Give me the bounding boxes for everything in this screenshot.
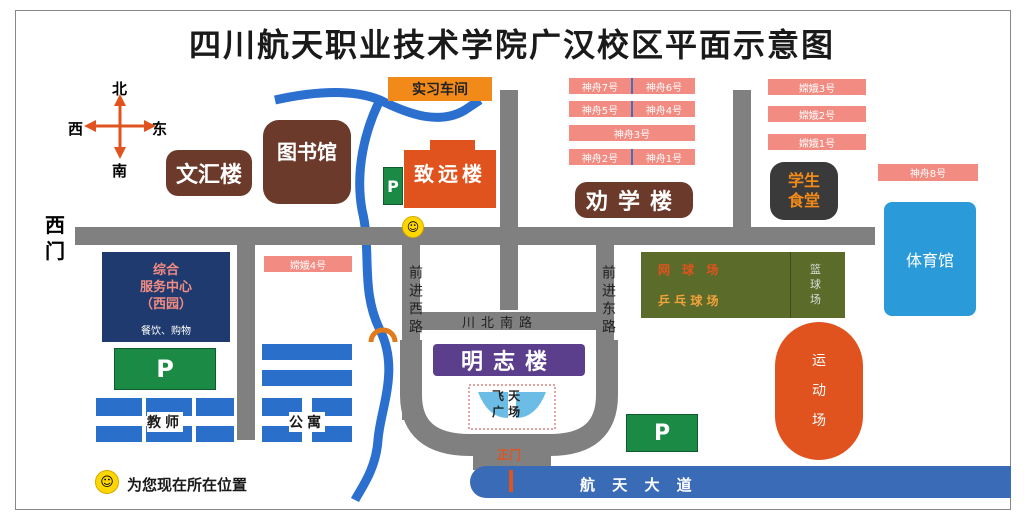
stadium: 运 动 场 — [775, 322, 863, 460]
road-east-vertical — [733, 90, 751, 230]
road-label-qianjin-east: 前进东路 — [600, 265, 616, 337]
training-workshop: 实习车间 — [388, 77, 492, 101]
parking-zhiyuan-label: P — [387, 176, 399, 196]
you-are-here-icon: ☺ — [402, 216, 424, 238]
dorm-sz7: 神舟7号 — [581, 82, 619, 94]
mingzhi-label: 明志楼 — [460, 350, 557, 375]
apartment-block — [96, 398, 142, 416]
compass: 北 南 西 东 — [60, 78, 180, 180]
training-workshop-label: 实习车间 — [412, 82, 468, 98]
zhiyuan-building — [404, 150, 496, 208]
dorm-sz2-sz1: 神舟2号 神舟1号 — [569, 149, 695, 165]
hangtian-avenue-label: 航 天 大 道 — [580, 476, 698, 494]
quanxue-building: 劝学楼 — [575, 182, 693, 218]
gym-building: 体育馆 — [884, 202, 976, 316]
dorm-divider — [631, 149, 633, 165]
dorm-ce1: 嫦娥1号 — [768, 134, 866, 150]
service-center: 综合 服务中心 （西园） 餐饮、购物 — [102, 252, 230, 342]
quanxue-label: 劝学楼 — [585, 190, 682, 215]
dorm-ce2-label: 嫦娥2号 — [798, 110, 836, 122]
compass-arrows-icon — [84, 94, 156, 159]
dorm-ce3: 嫦娥3号 — [768, 79, 866, 95]
apartment-block — [96, 426, 142, 442]
dorm-ce3-label: 嫦娥3号 — [798, 83, 836, 95]
west-gate-label: 西 门 — [45, 213, 65, 263]
student-canteen-label: 学生 食堂 — [787, 171, 820, 210]
bridge-icon — [368, 327, 398, 343]
main-gate-label: 正门 — [497, 448, 522, 462]
dorm-divider — [631, 78, 633, 94]
mingzhi-building: 明志楼 — [433, 344, 585, 376]
dorm-sz6: 神舟6号 — [645, 82, 683, 94]
feitian-plaza — [468, 384, 556, 430]
apartment-block — [312, 398, 352, 416]
dorm-sz8: 神舟8号 — [878, 164, 978, 181]
parking-west: P — [114, 348, 216, 390]
compass-north: 北 — [112, 80, 128, 98]
basketball-court — [790, 252, 845, 318]
zhiyuan-building-annex — [430, 140, 475, 152]
map-title: 四川航天职业技术学院广汉校区平面示意图 — [188, 26, 835, 64]
parking-east-label: P — [653, 420, 671, 446]
dorm-ce2: 嫦娥2号 — [768, 106, 866, 122]
hangtian-avenue — [470, 466, 1011, 498]
dorm-divider — [631, 101, 633, 117]
dorm-sz5: 神舟5号 — [581, 105, 619, 117]
legend-you-are-here: 为您现在所在位置 — [127, 476, 248, 494]
basketball-court-label: 篮 球 场 — [810, 263, 821, 306]
road-main-gate — [473, 440, 551, 470]
service-center-sub: 餐饮、购物 — [141, 326, 191, 337]
apartment-block — [262, 344, 352, 360]
dorm-sz1: 神舟1号 — [645, 153, 683, 165]
apartment-block — [262, 370, 352, 386]
legend-smiley-icon: ☺ — [95, 470, 119, 494]
stadium-label: 运 动 场 — [812, 353, 826, 429]
library-label: 图书馆 — [277, 139, 337, 164]
dorm-sz8-label: 神舟8号 — [909, 169, 947, 180]
road-chuanbei-south — [420, 312, 596, 330]
teacher-apartment-left-label: 教师 — [147, 412, 183, 432]
feitian-plaza-label: 飞 天 广 场 — [492, 389, 521, 419]
pingpong-court-label: 乒 乓 球 场 — [658, 294, 719, 308]
road-label-chuanbei-south: 川北南路 — [462, 316, 539, 331]
apartment-block — [262, 398, 302, 416]
dorm-sz4: 神舟4号 — [645, 105, 683, 117]
gym-label: 体育馆 — [905, 251, 954, 270]
apartment-block — [146, 398, 192, 416]
dorm-sz7-sz6: 神舟7号 神舟6号 — [569, 78, 695, 94]
apartment-block — [196, 426, 234, 442]
teacher-apartment-right-label: 公寓 — [289, 412, 325, 432]
parking-west-label: P — [156, 355, 174, 383]
library-building: 图书馆 — [263, 120, 351, 204]
road-main-horizontal — [75, 227, 875, 245]
dorm-sz2: 神舟2号 — [581, 153, 619, 165]
dorm-sz5-sz4: 神舟5号 神舟4号 — [569, 101, 695, 117]
dorm-sz3: 神舟3号 — [569, 125, 695, 141]
compass-east: 东 — [152, 120, 168, 138]
road-west-vertical — [237, 245, 255, 440]
wenhui-label: 文汇楼 — [175, 163, 242, 188]
service-center-title: 综合 服务中心 （西园） — [139, 263, 192, 312]
parking-east: P — [626, 414, 698, 452]
road-label-qianjin-west: 前进西路 — [407, 265, 423, 337]
main-gate-arrow-icon — [509, 470, 513, 492]
dorm-ce4-label: 嫦娥4号 — [289, 260, 327, 272]
tennis-court-label: 网 球 场 — [658, 263, 723, 277]
wenhui-building: 文汇楼 — [166, 150, 252, 196]
dorm-ce4: 嫦娥4号 — [264, 256, 352, 272]
compass-south: 南 — [112, 162, 128, 180]
dorm-sz3-label: 神舟3号 — [613, 129, 651, 141]
student-canteen: 学生 食堂 — [770, 162, 838, 220]
parking-zhiyuan: P — [383, 167, 403, 205]
apartment-block — [196, 398, 234, 416]
dorm-ce1-label: 嫦娥1号 — [798, 138, 836, 150]
road-center-vertical — [500, 90, 518, 310]
compass-west: 西 — [68, 120, 84, 138]
zhiyuan-label: 致远楼 — [414, 162, 486, 186]
